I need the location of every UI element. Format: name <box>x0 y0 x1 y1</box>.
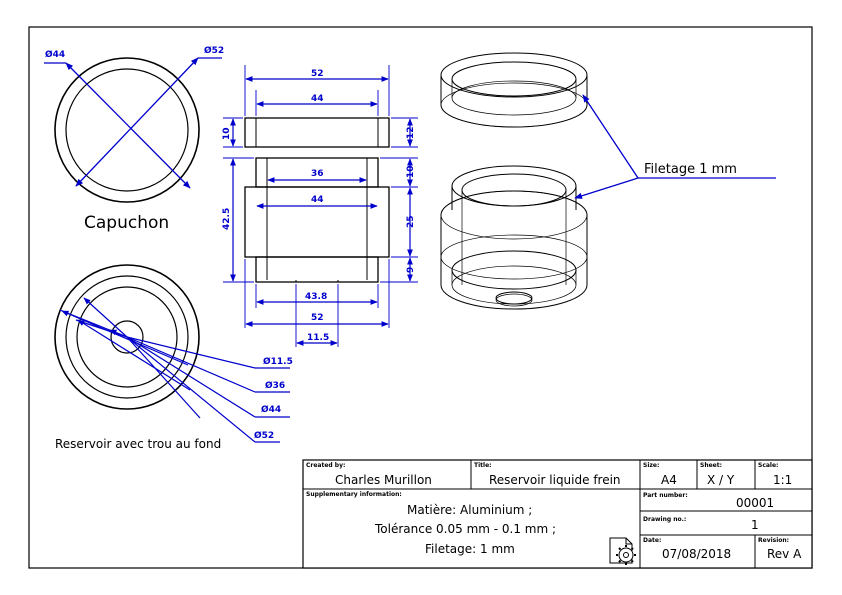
cap-d44-label: Ø44 <box>45 49 65 60</box>
reservoir-view-title: Reservoir avec trou au fond <box>55 437 221 451</box>
part-number-label: Part number: <box>643 492 688 499</box>
thread-leader <box>574 94 776 199</box>
front-44-mid-label: 44 <box>311 195 324 205</box>
cap-d52-label: Ø52 <box>204 45 224 56</box>
drawing-no-label: Drawing no.: <box>643 516 686 523</box>
supp-line-3: Filetage: 1 mm <box>425 542 515 556</box>
supp-info-label: Supplementary information: <box>306 491 402 498</box>
front-25-label: 25 <box>406 215 416 228</box>
created-by-value: Charles Murillon <box>335 473 432 487</box>
iso-cap-view <box>440 52 588 128</box>
res-d44-label: Ø44 <box>261 404 281 415</box>
part-number-value: 00001 <box>736 496 774 510</box>
title-block: Created by: Charles Murillon Title: Rese… <box>302 459 813 569</box>
scale-value: 1:1 <box>773 473 792 487</box>
front-10-left-label: 10 <box>222 127 232 140</box>
title-value: Reservoir liquide frein <box>489 473 621 487</box>
scale-label: Scale: <box>758 462 778 469</box>
gear-document-icon <box>609 537 636 565</box>
front-36-label: 36 <box>311 169 324 179</box>
front-42-5-label: 42.5 <box>222 208 232 230</box>
supp-line-1: Matière: Aluminium ; <box>407 503 532 517</box>
reservoir-top-view: Ø11.5 Ø36 Ø44 Ø52 <box>54 264 293 443</box>
front-11-5-label: 11.5 <box>307 333 329 343</box>
res-d115-label: Ø11.5 <box>263 356 293 367</box>
iso-reservoir-view <box>440 165 588 310</box>
date-value: 07/08/2018 <box>662 547 731 561</box>
cap-top-view: Ø44 Ø52 <box>44 45 224 203</box>
res-d36-label: Ø36 <box>265 380 285 391</box>
front-52-bottom-label: 52 <box>311 313 324 323</box>
revision-label: Revision: <box>758 537 789 544</box>
front-44-top-label: 44 <box>311 94 324 104</box>
size-label: Size: <box>643 462 659 469</box>
sheet-value: X / Y <box>707 473 735 487</box>
front-10-right-label: 10 <box>406 165 416 178</box>
title-label: Title: <box>474 462 492 469</box>
sheet-label: Sheet: <box>700 462 722 469</box>
front-52-top-label: 52 <box>311 69 324 79</box>
supp-line-2: Tolérance 0.05 mm - 0.1 mm ; <box>374 522 556 536</box>
front-9-label: 9 <box>406 267 416 273</box>
front-section-view: 52 44 10 12 36 44 42.5 10 25 <box>222 65 418 347</box>
front-12-right-label: 12 <box>406 126 416 139</box>
front-43-8-label: 43.8 <box>305 292 327 302</box>
cap-view-title: Capuchon <box>84 213 169 233</box>
date-label: Date: <box>643 537 661 544</box>
drawing-no-value: 1 <box>751 518 759 532</box>
size-value: A4 <box>661 473 677 487</box>
revision-value: Rev A <box>767 547 802 561</box>
thread-label: Filetage 1 mm <box>644 162 737 177</box>
res-d52-label: Ø52 <box>254 430 274 441</box>
created-by-label: Created by: <box>306 462 345 469</box>
